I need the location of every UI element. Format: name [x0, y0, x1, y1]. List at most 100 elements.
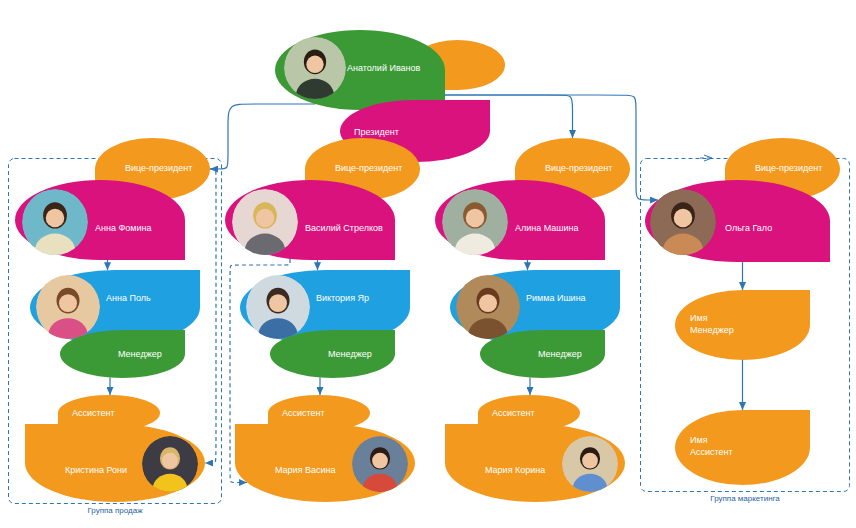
teardrop-fill [675, 410, 810, 485]
portrait-photo [442, 189, 508, 270]
text-block: Виктория Яр [316, 292, 369, 304]
node-text: Виктория Яр [316, 292, 369, 304]
node-text: Анатолий Иванов [347, 62, 420, 74]
connector-arrow [527, 260, 528, 270]
connector-arrow [742, 262, 743, 290]
node-text: Вице-президент [755, 162, 822, 174]
node-text: Алина Машина [515, 222, 579, 234]
node-text: Мария Васина [275, 464, 336, 476]
portrait-photo [352, 436, 408, 505]
connector-arrow [742, 360, 743, 410]
portrait-photo [142, 436, 198, 505]
portrait-photo [284, 37, 346, 113]
text-block: Ольга Гало [725, 222, 772, 234]
title-teardrop: ИмяМенеджер [675, 290, 810, 360]
text-block: Ассистент [492, 407, 535, 419]
portrait-photo [650, 189, 716, 270]
person-teardrop: Анна Фомина [15, 180, 185, 260]
node-text: Менеджер [328, 348, 372, 360]
group-frame: Вице-президентОльга ГалоИмяМенеджерИмяАс… [640, 158, 850, 492]
text-block: Мария Корина [485, 464, 545, 476]
node-text: Ассистент [690, 446, 733, 458]
node-text: Анна Фомина [95, 222, 152, 234]
text-block: Вице-президент [335, 162, 402, 174]
teardrop-shape [445, 424, 625, 502]
portrait-photo [562, 436, 618, 505]
group-frame: Вице-президентАнна ФоминаАнна ПольМенедж… [8, 158, 222, 504]
teardrop-fill [60, 330, 185, 378]
text-block: Президент [354, 126, 399, 138]
connector-arrow [319, 378, 320, 395]
teardrop-shape [235, 424, 415, 502]
node-text: Ассистент [282, 407, 325, 419]
text-block: ИмяМенеджер [690, 312, 734, 336]
text-block: Алина Машина [515, 222, 579, 234]
text-block: Василий Стрелков [305, 222, 383, 234]
text-block: Анатолий Иванов [347, 62, 420, 74]
text-block: Анна Поль [106, 292, 151, 304]
text-block: Римма Ишина [526, 292, 586, 304]
teardrop-shape [225, 180, 395, 260]
connector-arrow [210, 104, 315, 169]
node-text: Анна Поль [106, 292, 151, 304]
node-text: Вице-президент [545, 162, 612, 174]
teardrop-fill [480, 330, 605, 378]
node-text: Мария Корина [485, 464, 545, 476]
portrait-photo [232, 189, 298, 270]
group-label: Группа маркетинга [640, 494, 850, 504]
connector-arrow [529, 378, 530, 395]
node-text: Кристина Рони [65, 464, 127, 476]
teardrop-fill [275, 30, 445, 110]
node-text: Вице-президент [335, 162, 402, 174]
teardrop-fill [270, 330, 395, 378]
person-teardrop: Кристина Рони [25, 424, 205, 502]
text-block: Менеджер [118, 348, 162, 360]
text-block: Ассистент [72, 407, 115, 419]
person-teardrop: Василий Стрелков [225, 180, 395, 260]
person-teardrop: Ольга Гало [645, 180, 830, 262]
node-text: Римма Ишина [526, 292, 586, 304]
node-text: Менеджер [118, 348, 162, 360]
node-text: Менеджер [538, 348, 582, 360]
node-text: Василий Стрелков [305, 222, 383, 234]
connector-arrow [317, 260, 318, 270]
text-block: Вице-президент [545, 162, 612, 174]
connector-arrow [205, 169, 216, 463]
node-text: Ассистент [72, 407, 115, 419]
person-teardrop: Анатолий Иванов [275, 30, 445, 110]
node-text: Ассистент [492, 407, 535, 419]
node-text: Имя [690, 434, 733, 446]
node-text: Имя [690, 312, 734, 324]
node-text: Ольга Гало [725, 222, 772, 234]
connector-arrow [109, 378, 110, 395]
portrait-photo [22, 189, 88, 270]
person-teardrop: Алина Машина [435, 180, 605, 260]
text-block: Менеджер [538, 348, 582, 360]
title-teardrop: Менеджер [480, 330, 605, 378]
node-text: Менеджер [690, 324, 734, 336]
person-teardrop: Мария Васина [235, 424, 415, 502]
title-teardrop: Менеджер [60, 330, 185, 378]
teardrop-shape [645, 180, 830, 262]
node-text: Вице-президент [125, 162, 192, 174]
text-block: ИмяАссистент [690, 434, 733, 458]
text-block: Ассистент [282, 407, 325, 419]
group-label: Группа продаж [8, 506, 222, 516]
text-block: Вице-президент [755, 162, 822, 174]
title-teardrop: Менеджер [270, 330, 395, 378]
teardrop-shape [15, 180, 185, 260]
text-block: Анна Фомина [95, 222, 152, 234]
teardrop-fill [675, 290, 810, 360]
text-block: Вице-президент [125, 162, 192, 174]
person-teardrop: Мария Корина [445, 424, 625, 502]
group-border [9, 159, 222, 504]
text-block: Мария Васина [275, 464, 336, 476]
text-block: Кристина Рони [65, 464, 127, 476]
text-block: Менеджер [328, 348, 372, 360]
group-border [641, 159, 850, 492]
node-text: Президент [354, 126, 399, 138]
title-teardrop: ИмяАссистент [675, 410, 810, 485]
teardrop-shape [435, 180, 605, 260]
connector-arrow [107, 260, 108, 270]
